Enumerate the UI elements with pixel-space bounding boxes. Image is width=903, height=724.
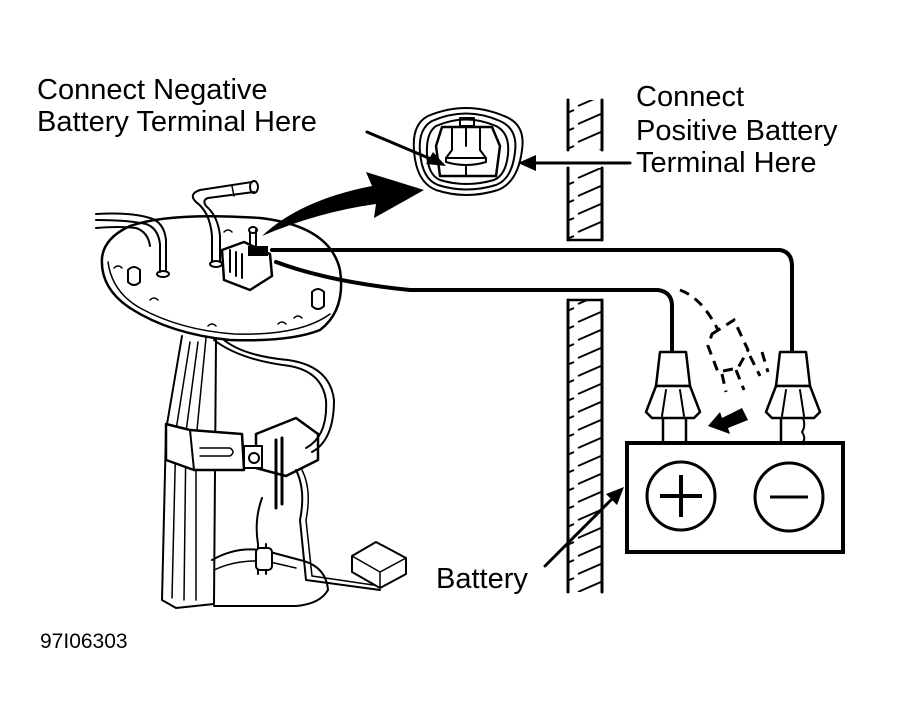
battery <box>625 441 845 554</box>
connector-face-detail <box>412 107 524 196</box>
positive-jumper-wire <box>274 260 674 352</box>
fuel-pump-assembly <box>95 180 407 609</box>
battery-clamp-negative <box>764 350 822 444</box>
negative-callout-arrow <box>365 130 446 166</box>
battery-negative-terminal <box>753 461 825 533</box>
battery-clamp-positive <box>644 350 702 444</box>
positive-callout-line-2: Positive Battery <box>636 115 838 147</box>
negative-callout-line-2: Battery Terminal Here <box>37 106 317 138</box>
positive-callout-line-3: Terminal Here <box>636 147 817 179</box>
negative-jumper-wire <box>270 248 794 354</box>
positive-callout-arrow <box>518 155 632 171</box>
positive-terminal-callout: Connect Positive Battery Terminal Here <box>518 81 838 179</box>
negative-callout-line-1: Connect Negative <box>37 74 268 106</box>
positive-callout-line-1: Connect <box>636 81 744 113</box>
negative-terminal-callout: Connect Negative Battery Terminal Here <box>37 74 446 166</box>
battery-label: Battery <box>436 563 528 595</box>
battery-positive-terminal <box>645 460 717 532</box>
alternate-wire-position-dashed <box>679 288 770 393</box>
figure-id-label: 97I06303 <box>40 630 128 653</box>
detail-callout-curved-arrow <box>262 172 424 236</box>
move-clamp-arrow <box>708 408 748 434</box>
hatched-wall <box>566 98 604 594</box>
